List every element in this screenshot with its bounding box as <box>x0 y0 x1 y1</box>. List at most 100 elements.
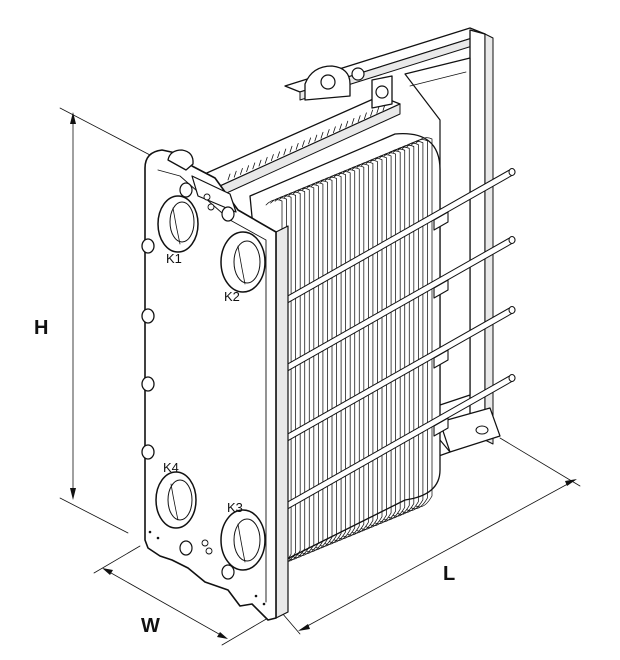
top-guide-bar <box>199 65 401 197</box>
label-k1: K1 <box>166 251 182 266</box>
length-extension-back <box>499 437 581 487</box>
frame-plate-side <box>275 225 289 619</box>
height-extension-bottom <box>59 497 129 534</box>
screw-top-a <box>203 193 211 201</box>
bolt-shaft <box>259 237 515 385</box>
width-arrow-left <box>102 568 113 575</box>
length-arrow-back <box>565 479 577 486</box>
frame-plate-side-nuts <box>141 238 155 460</box>
plate-line <box>370 156 387 527</box>
port-k2-bore <box>233 240 261 284</box>
plate-line <box>301 184 319 555</box>
port-k3 <box>220 509 266 571</box>
bolt-shaft <box>259 169 515 317</box>
pin-d <box>262 602 266 606</box>
port-k1-ring <box>157 195 199 253</box>
label-k3: K3 <box>227 500 243 515</box>
screw-top-b <box>207 203 215 211</box>
bolt-nut-rear <box>433 211 449 231</box>
plate-line <box>415 137 433 508</box>
plate-line <box>365 157 383 528</box>
port-k2-ring <box>220 231 266 293</box>
plate-line <box>288 189 306 560</box>
hanger-nut <box>351 67 365 81</box>
port-k2 <box>220 231 266 293</box>
port-k3-ring <box>220 509 266 571</box>
pin-a <box>148 530 152 534</box>
pressure-plate-edge <box>409 71 467 87</box>
length-arrow-front <box>298 624 310 631</box>
port-k3-bore <box>233 518 261 562</box>
upper-clamp-nut-left <box>179 182 193 198</box>
side-nut <box>141 376 155 392</box>
frame-plate <box>141 149 289 621</box>
plate-line <box>388 148 406 519</box>
frame-plate-screws <box>148 193 266 606</box>
plate-line <box>397 144 415 515</box>
pin-c <box>254 594 258 598</box>
rear-column-side <box>484 33 494 445</box>
upper-clamp-nut-right <box>221 206 235 222</box>
port-k4-shade <box>170 483 179 521</box>
pressure-plate <box>404 57 471 406</box>
plate-line <box>329 173 347 543</box>
bolt-shaft <box>259 375 515 523</box>
frame-plate-top-lug <box>167 149 194 171</box>
port-labels: K1 K2 K4 K3 <box>163 251 243 515</box>
label-k2: K2 <box>224 289 240 304</box>
plate-line <box>361 159 378 530</box>
dimension-lines <box>59 107 581 646</box>
upper-clamp <box>191 175 237 213</box>
label-width: W <box>141 615 160 637</box>
port-k1-shade <box>172 207 181 245</box>
plate-line <box>333 171 351 542</box>
plate-line <box>383 150 401 521</box>
length-dimension-line <box>299 479 576 631</box>
width-extension-left <box>93 545 141 574</box>
port-k3-shade <box>237 523 246 563</box>
port-k4-ring <box>155 471 197 529</box>
side-nut <box>141 308 155 324</box>
pin-b <box>156 536 160 540</box>
carrying-bar-rack <box>227 104 386 181</box>
screw-bottom-a <box>201 539 209 547</box>
plate-line <box>379 152 397 523</box>
plate-line <box>401 142 419 513</box>
plate-line <box>406 141 424 512</box>
port-k1 <box>157 195 199 253</box>
lower-clamp-nut-right <box>221 564 235 580</box>
hanger-roller-pin <box>375 85 389 99</box>
plate-line <box>338 169 356 540</box>
plate-line <box>342 167 360 538</box>
height-arrow-top <box>70 112 76 124</box>
lower-clamp-nut-left <box>179 540 193 556</box>
plate-line <box>283 191 301 562</box>
foot-bolt-hole <box>475 425 489 435</box>
height-extension-top <box>59 107 151 156</box>
plate-line <box>297 186 315 557</box>
bolt-nut-rear <box>433 417 449 437</box>
screw-bottom-b <box>205 547 213 555</box>
label-length: L <box>443 563 455 585</box>
side-nut <box>141 444 155 460</box>
bolt-shaft <box>259 307 515 455</box>
width-extension-right <box>221 617 269 646</box>
plate-line <box>411 139 428 510</box>
plate-line <box>292 188 310 558</box>
port-k2-shade <box>237 245 246 285</box>
plate-line <box>306 182 324 553</box>
bolt-end <box>508 168 516 176</box>
bolt-end <box>508 306 516 314</box>
rear-support-frame <box>284 27 501 469</box>
port-k4-bore <box>167 479 193 521</box>
plate-line <box>311 180 328 551</box>
width-dimension-line <box>103 568 227 639</box>
plate-line <box>315 178 333 549</box>
bolt-end <box>508 374 516 382</box>
port-k1-bore <box>169 201 195 243</box>
width-arrow-right <box>217 632 228 639</box>
plate-line <box>356 161 374 532</box>
rear-column <box>469 29 486 441</box>
